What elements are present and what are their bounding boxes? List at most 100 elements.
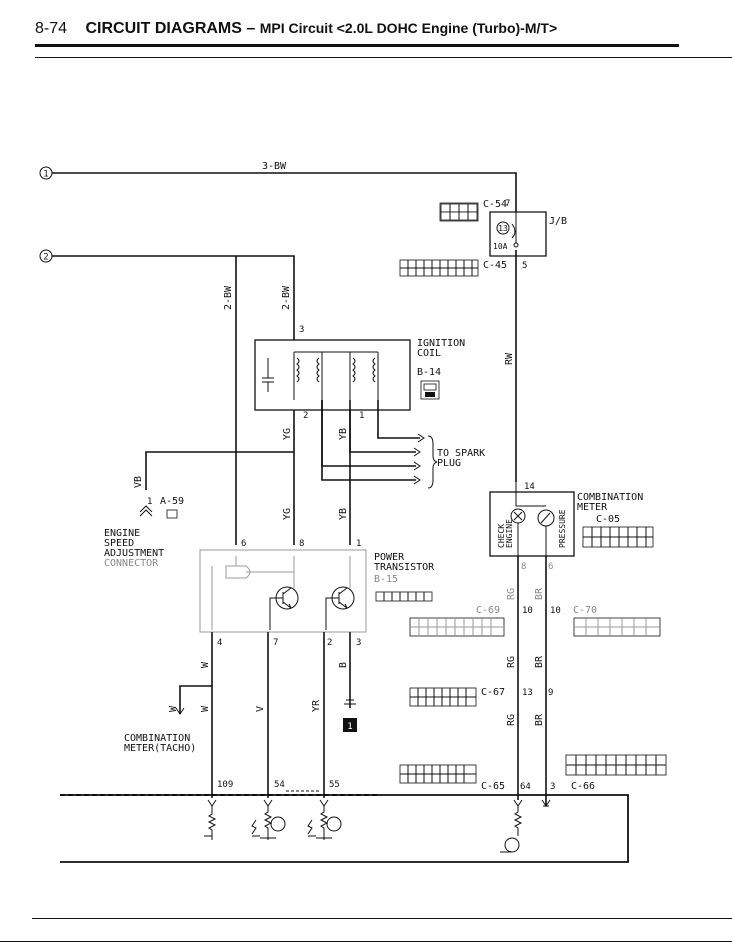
footer-rule-2 [0, 941, 732, 942]
svg-text:7: 7 [505, 199, 510, 209]
connector-c67: C-67 13 9 [409, 687, 553, 707]
wire-label-yg-lower: YG [282, 508, 293, 520]
wire-label-rg-2: RG [506, 714, 517, 726]
svg-text:CONNECTOR: CONNECTOR [104, 558, 159, 569]
svg-text:1: 1 [347, 722, 352, 732]
header-thin-rule [35, 57, 732, 58]
svg-text:1: 1 [147, 497, 152, 507]
svg-text:J/B: J/B [549, 216, 567, 227]
wire-label-2bw-coil: 2-BW [281, 285, 292, 310]
ecu-pin-109: 109 [217, 780, 233, 790]
svg-text:C-54: C-54 [483, 199, 507, 210]
connector-c70: 10 C-70 [550, 605, 661, 637]
connector-c45: C-45 5 [399, 259, 527, 277]
wire-label-yb-lower: YB [338, 508, 349, 520]
svg-text:C-66: C-66 [571, 781, 595, 792]
svg-text:ENGINE: ENGINE [505, 519, 514, 548]
wire-label-yr: YR [311, 699, 322, 712]
svg-text:B-15: B-15 [374, 574, 398, 585]
wire-label-br-2: BR [534, 713, 545, 726]
svg-text:8: 8 [521, 562, 526, 572]
svg-text:13: 13 [522, 688, 533, 698]
page-header: 8-74 CIRCUIT DIAGRAMS – MPI Circuit <2.0… [35, 20, 557, 38]
junction-block: 13 10A J/B [489, 211, 567, 257]
coil-pin-1: 1 [359, 411, 364, 421]
wire-label-w-main: W [200, 661, 211, 668]
svg-text:3: 3 [356, 638, 361, 648]
svg-text:8: 8 [299, 539, 304, 549]
svg-text:3: 3 [550, 782, 555, 792]
power-transistor: 6 8 1 POWER TRANSISTOR B-15 4 7 2 3 [199, 539, 435, 648]
engine-speed-connector: VB 1 A-59 ENGINE SPEED ADJUSTMENT CONNEC… [104, 451, 294, 569]
ecu-pin-55: 55 [329, 780, 340, 790]
page-number: 8-74 [35, 20, 68, 37]
wire-label-rg-1: RG [506, 588, 517, 600]
svg-text:VB: VB [133, 476, 144, 488]
wire-label-b: B [338, 662, 349, 668]
svg-text:64: 64 [520, 782, 531, 792]
page-subtitle: MPI Circuit <2.0L DOHC Engine (Turbo)-M/… [259, 20, 558, 36]
svg-text:TRANSISTOR: TRANSISTOR [374, 562, 435, 573]
svg-text:METER: METER [577, 502, 608, 513]
wire-label-yb-upper: YB [338, 428, 349, 440]
svg-text:IGNITION: IGNITION [417, 338, 465, 349]
tacho-label-2: METER(TACHO) [124, 743, 196, 754]
svg-text:10A: 10A [493, 242, 508, 251]
ecu-box [60, 794, 629, 863]
wire-label-br-mid: BR [534, 655, 545, 668]
svg-text:PLUG: PLUG [437, 458, 461, 469]
svg-text:6: 6 [548, 562, 553, 572]
svg-text:TO SPARK: TO SPARK [437, 448, 485, 459]
wire-label-w-a: W [168, 705, 179, 712]
svg-text:C-05: C-05 [596, 514, 620, 525]
ignition-coil: 3 IGNITION COIL B-14 [254, 325, 465, 411]
spark-plug-leads: TO SPARK PLUG [321, 400, 485, 489]
svg-text:2: 2 [327, 638, 332, 648]
ref-circle-2: 2 [39, 249, 53, 263]
connector-c65: C-65 64 [399, 764, 531, 792]
svg-text:ENGINE: ENGINE [104, 528, 140, 539]
connector-c69: C-69 10 [409, 605, 533, 637]
svg-text:6: 6 [241, 539, 246, 549]
svg-text:13: 13 [498, 224, 508, 233]
connector-c66: 3 C-66 [550, 754, 667, 792]
svg-text:C-65: C-65 [481, 781, 505, 792]
svg-text:5: 5 [522, 261, 527, 271]
main-wires [52, 172, 517, 545]
svg-text:2: 2 [43, 253, 48, 263]
svg-text:1: 1 [43, 170, 48, 180]
ground-badge: 1 [343, 718, 357, 732]
svg-text:POWER: POWER [374, 552, 405, 563]
wire-label-3bw: 3-BW [262, 161, 287, 172]
svg-text:SPEED: SPEED [104, 538, 134, 549]
footer-rule-1 [32, 918, 732, 919]
svg-text:C-67: C-67 [481, 687, 505, 698]
svg-text:1: 1 [356, 539, 361, 549]
svg-text:PRESSURE: PRESSURE [558, 509, 567, 548]
svg-text:COMBINATION: COMBINATION [577, 492, 643, 503]
title-dash: – [246, 20, 256, 37]
wire-label-yg-upper: YG [282, 428, 293, 440]
combination-meter: 14 CHECK ENGINE PRESSURE COMBINATION MET… [489, 482, 654, 572]
page-title: CIRCUIT DIAGRAMS [85, 20, 242, 37]
svg-text:C-70: C-70 [573, 605, 597, 616]
svg-text:C-69: C-69 [476, 605, 500, 616]
wire-label-rg-mid: RG [506, 656, 517, 668]
ecu-pin-54: 54 [274, 780, 285, 790]
wire-label-rw: RW [504, 352, 515, 365]
svg-text:3: 3 [299, 325, 304, 335]
transistor-output-wires [175, 632, 356, 798]
svg-text:COIL: COIL [417, 348, 441, 359]
connector-c54: C-54 7 [439, 199, 510, 222]
svg-text:ADJUSTMENT: ADJUSTMENT [104, 548, 164, 559]
svg-text:14: 14 [524, 482, 535, 492]
svg-text:CHECK: CHECK [497, 524, 506, 548]
wire-label-2bw-left: 2-BW [223, 285, 234, 310]
header-rule [35, 44, 679, 47]
wire-label-v: V [255, 706, 266, 712]
svg-text:B-14: B-14 [417, 367, 441, 378]
svg-text:C-45: C-45 [483, 260, 507, 271]
wire-label-br-1: BR [534, 587, 545, 600]
